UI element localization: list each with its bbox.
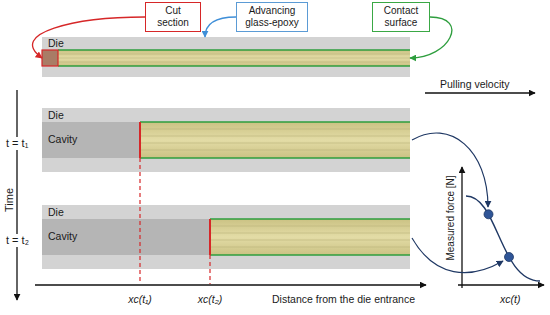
die-body (42, 108, 410, 172)
empty-cavity (42, 219, 210, 255)
callout-arrow (33, 17, 145, 58)
distance-axis (35, 284, 426, 285)
empty-cavity (42, 122, 140, 158)
contact-line (140, 121, 410, 123)
region-label: Die (48, 37, 64, 50)
fibre-streaks (211, 226, 410, 247)
axis-title: Measured force [N] (445, 175, 457, 260)
contact-line (210, 254, 410, 256)
time-label: t = t₂ (4, 234, 31, 247)
callout-text: Cut section (150, 5, 196, 29)
label-holder: Distance from the die entrance (272, 289, 415, 307)
glass-epoxy (210, 219, 410, 255)
die-body (42, 37, 410, 77)
region-label: Die (48, 109, 64, 122)
label-holder: Pulling velocity (440, 74, 509, 92)
callout-box: Cut section (145, 2, 201, 32)
front-line (209, 219, 211, 255)
axis-title: Time (3, 188, 16, 212)
callout-box: Contact surface (372, 2, 430, 32)
axis-label: xc(t) (500, 293, 520, 306)
die-panel: DieCavity (42, 205, 410, 269)
label-holder: t = t₂ (4, 230, 31, 248)
velocity-label: Pulling velocity (440, 78, 509, 91)
callout-arrow (205, 17, 236, 37)
region-label: Cavity (48, 230, 77, 243)
velocity-arrow (425, 92, 535, 93)
data-dot (484, 210, 493, 219)
glass-epoxy (42, 50, 410, 66)
callout-text: Contact surface (377, 5, 425, 29)
position-label: xc(t₂) (198, 293, 222, 306)
chart-y-axis (461, 167, 462, 288)
time-label: t = t₁ (4, 137, 30, 150)
contact-line (58, 65, 410, 67)
contact-line (140, 157, 410, 159)
dashed-marker (209, 255, 210, 284)
data-dot (505, 253, 514, 262)
die-strip: Die (42, 37, 410, 77)
time-axis (16, 90, 17, 300)
die-body (42, 205, 410, 269)
force-curve (466, 196, 540, 281)
contact-line (58, 49, 410, 51)
link-arrow (412, 238, 503, 273)
fibre-streaks (141, 129, 410, 150)
glass-epoxy (140, 122, 410, 158)
callout-box: Advancing glass-epoxy (236, 2, 308, 32)
label-holder: Measured force [N] (440, 175, 458, 260)
label-holder: xc(t) (500, 289, 520, 307)
die-panel: DieCavity (42, 108, 410, 172)
position-label: xc(t₁) (128, 293, 152, 306)
cut-section (42, 50, 58, 66)
axis-title: Distance from the die entrance (272, 293, 415, 306)
chart-x-axis (458, 284, 544, 285)
front-line (139, 122, 141, 158)
contact-line (210, 218, 410, 220)
dashed-marker (139, 158, 140, 284)
region-label: Die (48, 206, 64, 219)
label-holder: Time (0, 188, 17, 212)
label-holder: xc(t₁) (128, 289, 152, 307)
label-holder: xc(t₂) (198, 289, 222, 307)
callout-text: Advancing glass-epoxy (241, 5, 303, 29)
region-label: Cavity (48, 133, 77, 146)
fibre-streaks (58, 54, 410, 62)
label-holder: t = t₁ (4, 133, 30, 151)
